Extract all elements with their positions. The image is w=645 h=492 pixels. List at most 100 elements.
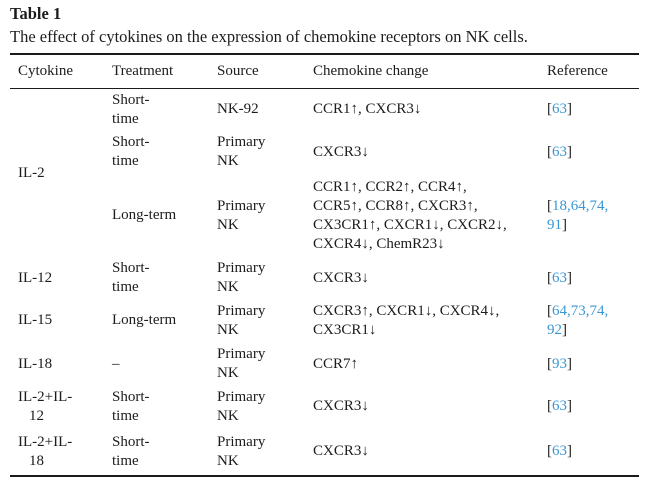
chemokine-change-text: CCR7↑ <box>313 355 359 372</box>
cell-reference: [63] <box>547 428 639 476</box>
citation-bracket-open: [ <box>547 355 552 372</box>
citation-bracket-open: [ <box>547 143 552 160</box>
cell-treatment: Short- time <box>112 88 217 131</box>
cell-chemokine-change: CXCR3↓ <box>313 131 547 173</box>
citation-link[interactable]: 63 <box>552 269 567 286</box>
chemokine-change-text: CCR1↑, CCR2↑, CCR4↑, CCR5↑, CCR8↑, CXCR3… <box>313 178 507 252</box>
cell-treatment: Short- time <box>112 131 217 173</box>
cell-cytokine: IL-12 <box>10 258 112 298</box>
treatment-label: Short- time <box>112 134 150 169</box>
header-row: Cytokine Treatment Source Chemokine chan… <box>10 54 639 88</box>
table-caption: The effect of cytokines on the expressio… <box>10 27 528 46</box>
cell-source: Primary NK <box>217 131 313 173</box>
cell-source: Primary NK <box>217 258 313 298</box>
table-row: IL-18 – Primary NK CCR7↑ [93] <box>10 343 639 385</box>
chemokine-change-text: CXCR3↓ <box>313 398 369 414</box>
cell-chemokine-change: CCR1↑, CCR2↑, CCR4↑, CCR5↑, CCR8↑, CXCR3… <box>313 173 547 258</box>
paper-table-figure: Table 1 The effect of cytokines on the e… <box>10 0 639 477</box>
table-row: Long-term Primary NK CCR1↑, CCR2↑, CCR4↑… <box>10 173 639 258</box>
cell-cytokine: IL-2 <box>10 88 112 258</box>
table-row: IL-2+IL- 18 Short- time Primary NK CXCR3… <box>10 428 639 476</box>
table-row: IL-2 Short- time NK-92 CCR1↑, CXCR3↓ [63… <box>10 88 639 181</box>
table-row: IL-2+IL- 12 Short- time Primary NK CXCR3… <box>10 385 639 428</box>
cytokine-label: IL-2 <box>18 164 45 181</box>
cell-treatment: – <box>112 343 217 385</box>
citation-link[interactable]: 63 <box>552 101 567 118</box>
cytokine-label-line2: 18 <box>29 452 44 469</box>
citation-bracket-open: [ <box>547 443 552 459</box>
chemokine-change-text: CCR1↑, CXCR3↓ <box>313 101 422 118</box>
citation-link[interactable]: 63 <box>552 398 567 414</box>
cell-cytokine: IL-2+IL- 12 <box>10 385 112 428</box>
cell-source: Primary NK <box>217 385 313 428</box>
table-label: Table 1 <box>10 4 62 23</box>
cell-reference: [63] <box>547 258 639 298</box>
citation-link[interactable]: 93 <box>552 355 567 372</box>
source-label: Primary NK <box>217 433 266 469</box>
citation-bracket-close: ] <box>567 143 572 160</box>
cell-reference: [63] <box>547 131 639 173</box>
cell-source: Primary NK <box>217 343 313 385</box>
cell-reference: [93] <box>547 343 639 385</box>
citation-bracket-open: [ <box>547 101 552 118</box>
citation-bracket-open: [ <box>547 302 552 319</box>
cell-chemokine-change: CXCR3↓ <box>313 258 547 298</box>
cell-cytokine: IL-18 <box>10 343 112 385</box>
chemokine-change-text: CXCR3↓ <box>313 269 369 286</box>
cell-reference: [63] <box>547 385 639 428</box>
cytokine-label: IL-12 <box>18 269 53 286</box>
treatment-label: Long-term <box>112 207 177 223</box>
citation-bracket-close: ] <box>567 398 572 414</box>
source-label: Primary NK <box>217 197 266 233</box>
source-label: Primary NK <box>217 388 266 424</box>
cell-source: NK-92 <box>217 88 313 131</box>
cell-chemokine-change: CCR1↑, CXCR3↓ <box>313 88 547 131</box>
source-label: NK-92 <box>217 101 259 118</box>
citation-bracket-close: ] <box>562 321 567 338</box>
cell-chemokine-change: CXCR3↓ <box>313 428 547 476</box>
treatment-label: Short- time <box>112 91 150 127</box>
table-row: IL-12 Short- time Primary NK CXCR3↓ [63] <box>10 258 639 298</box>
treatment-label: Short- time <box>112 388 150 424</box>
treatment-label: Long-term <box>112 312 177 328</box>
source-label: Primary NK <box>217 134 266 169</box>
treatment-label: – <box>112 355 120 372</box>
column-header-source: Source <box>217 62 259 79</box>
table-row: IL-15 Long-term Primary NK CXCR3↑, CXCR1… <box>10 298 639 343</box>
citation-bracket-open: [ <box>547 197 552 214</box>
citation-link[interactable]: 63 <box>552 443 567 459</box>
treatment-label: Short- time <box>112 260 150 295</box>
column-header-cytokine: Cytokine <box>18 62 73 79</box>
column-header-chemokine-change: Chemokine change <box>313 62 429 79</box>
cell-chemokine-change: CCR7↑ <box>313 343 547 385</box>
cell-reference: [18,64,74, 91] <box>547 173 639 258</box>
cytokine-label-line2: 12 <box>29 407 44 424</box>
cell-chemokine-change: CXCR3↑, CXCR1↓, CXCR4↓, CX3CR1↓ <box>313 298 547 343</box>
citation-bracket-close: ] <box>567 355 572 372</box>
citation-link[interactable]: 18,64,74, 91 <box>547 197 609 233</box>
citation-bracket-close: ] <box>567 443 572 459</box>
citation-link[interactable]: 64,73,74, 92 <box>547 302 609 338</box>
cytokine-chemokine-table: Cytokine Treatment Source Chemokine chan… <box>10 53 639 477</box>
cytokine-label: IL-18 <box>18 355 53 372</box>
table-row: Short- time Primary NK CXCR3↓ [63] <box>10 131 639 173</box>
column-header-treatment: Treatment <box>112 62 174 79</box>
source-label: Primary NK <box>217 302 266 338</box>
cell-source: Primary NK <box>217 173 313 258</box>
cell-treatment: Long-term <box>112 298 217 343</box>
cytokine-label-line1: IL-2+IL- <box>18 433 73 450</box>
cell-treatment: Long-term <box>112 173 217 258</box>
cell-source: Primary NK <box>217 428 313 476</box>
citation-link[interactable]: 63 <box>552 143 567 160</box>
cytokine-label: IL-15 <box>18 312 53 328</box>
cell-treatment: Short- time <box>112 385 217 428</box>
cell-source: Primary NK <box>217 298 313 343</box>
chemokine-change-text: CXCR3↓ <box>313 443 369 459</box>
citation-bracket-open: [ <box>547 269 552 286</box>
citation-bracket-close: ] <box>567 101 572 118</box>
cytokine-label-line1: IL-2+IL- <box>18 388 73 405</box>
citation-bracket-close: ] <box>562 216 567 233</box>
column-header-reference: Reference <box>547 62 608 79</box>
cell-reference: [64,73,74, 92] <box>547 298 639 343</box>
cell-chemokine-change: CXCR3↓ <box>313 385 547 428</box>
